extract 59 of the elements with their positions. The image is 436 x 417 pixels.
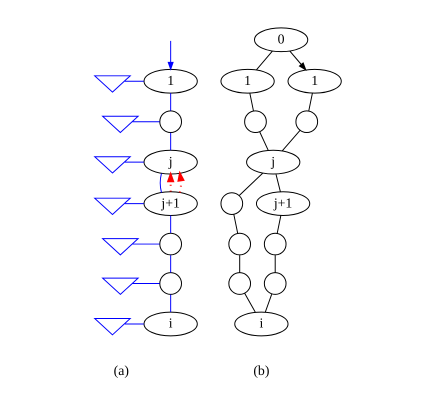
- connector: [233, 214, 238, 234]
- arrow: [168, 40, 174, 71]
- node-circle: [295, 110, 318, 134]
- connector: [170, 132, 172, 151]
- connector: [276, 174, 281, 192]
- node-circle: [159, 232, 182, 256]
- node-ellipse: 1: [144, 68, 198, 94]
- connector: [239, 254, 240, 274]
- node-ellipse: 0: [254, 27, 308, 52]
- node-ellipse: 1: [288, 68, 342, 94]
- node-circle: [228, 272, 252, 295]
- connector: [124, 80, 144, 82]
- node-ellipse: j: [246, 150, 300, 175]
- node-tree: [101, 116, 140, 134]
- connector: [124, 323, 144, 324]
- connector: [170, 215, 172, 234]
- connector: [170, 294, 172, 312]
- arrow: [177, 170, 185, 193]
- node-ellipse: 1: [220, 68, 275, 94]
- node-circle: [159, 110, 182, 134]
- connector: [124, 203, 144, 204]
- connector: [308, 92, 313, 112]
- arrow: [166, 171, 174, 192]
- node-tree: [93, 156, 132, 174]
- connector: [276, 215, 282, 234]
- connector: [244, 292, 256, 313]
- connector: [274, 254, 276, 274]
- label: (a): [114, 362, 130, 378]
- node-tree: [101, 278, 140, 296]
- connector: [170, 254, 172, 274]
- connector: [160, 173, 162, 193]
- node-ellipse: j+1: [144, 191, 198, 216]
- connector: [282, 130, 300, 152]
- connector: [256, 50, 273, 70]
- node-circle: [159, 272, 182, 295]
- arrow: [289, 50, 307, 71]
- node-circle: [264, 232, 287, 256]
- connector: [170, 92, 172, 112]
- node-tree: [93, 198, 132, 216]
- connector: [249, 92, 254, 112]
- label: (b): [253, 362, 270, 378]
- node-tree: [93, 75, 132, 93]
- connector: [124, 162, 144, 163]
- node-circle: [220, 192, 244, 215]
- node-ellipse: j: [144, 150, 198, 175]
- node-circle: [228, 232, 252, 256]
- connector: [238, 172, 264, 196]
- node-circle: [264, 272, 287, 295]
- node-ellipse: i: [144, 312, 198, 336]
- node-tree: [101, 238, 140, 256]
- connector: [132, 283, 160, 284]
- connector: [259, 132, 269, 151]
- connector: [132, 244, 160, 245]
- connector: [132, 121, 160, 122]
- node-tree: [93, 318, 132, 336]
- node-ellipse: i: [234, 312, 289, 336]
- node-ellipse: j+1: [256, 191, 310, 216]
- connector: [264, 294, 272, 313]
- node-circle: [244, 110, 267, 134]
